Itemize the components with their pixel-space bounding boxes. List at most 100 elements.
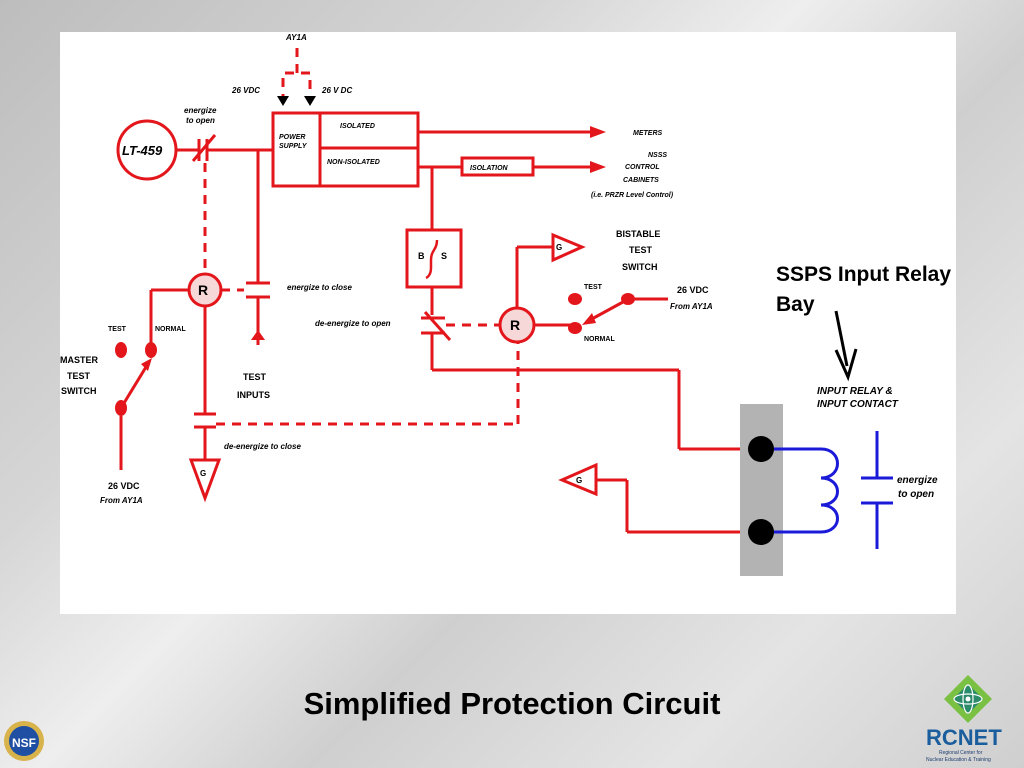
relay-left-label: R: [198, 282, 208, 298]
bistable-block: B S de-energize to open: [315, 167, 760, 451]
energize-to-close-label: energize to close: [287, 283, 352, 292]
bay-return: G: [558, 462, 760, 534]
bistable-s-label: S: [441, 251, 447, 261]
meters-label: METERS: [633, 130, 663, 137]
atom-nucleus-icon: [965, 696, 971, 702]
bistable-switch-label-3: SWITCH: [622, 262, 658, 272]
vdc-right-label: 26 V DC: [321, 86, 352, 95]
signal-outputs: ISOLATION METERS NSSS CONTROL CABINETS (…: [418, 126, 674, 199]
bistable-from-label: From AY1A: [670, 302, 713, 311]
ay1a-feed-dashes: [281, 71, 312, 103]
energize-to-open-top-1: energize: [184, 106, 217, 115]
rcnet-logo: RCNET Regional Center for Nuclear Educat…: [926, 675, 1002, 763]
normal-contact-dot: [145, 342, 157, 358]
normal-contact-dot: [568, 322, 582, 334]
bistable-switch-label-1: BISTABLE: [616, 229, 660, 239]
energize-to-open-top-2: to open: [186, 116, 215, 125]
arrow-icon: [582, 313, 596, 325]
input-relay-label-2: INPUT CONTACT: [817, 399, 899, 410]
rcnet-tagline-1: Regional Center for: [939, 750, 983, 756]
ground-label-top: G: [556, 243, 562, 252]
rcnet-tagline-2: Nuclear Education & Training: [926, 757, 991, 763]
master-from-label: From AY1A: [100, 496, 143, 505]
nsf-logo: NSF: [4, 721, 44, 761]
callout-line-2: Bay: [776, 293, 815, 316]
przr-label: (i.e. PRZR Level Control): [591, 192, 674, 199]
bistable-box: [405, 228, 463, 289]
test-inputs-label-2: INPUTS: [237, 390, 270, 400]
bistable-switch-label-2: TEST: [629, 245, 653, 255]
energize-to-open-right-2: to open: [898, 489, 934, 500]
contact-slash-icon: [191, 134, 217, 162]
master-label-2: TEST: [67, 371, 91, 381]
arrow-right-icon: [590, 161, 606, 173]
atom-orbit-icon: [962, 684, 974, 714]
ground-icon: [188, 458, 222, 503]
bistable-b-label: B: [418, 251, 425, 261]
bistable-test-switch[interactable]: TEST NORMAL BISTABLE TEST SWITCH 26 VDC …: [568, 229, 713, 343]
test-contact-dot: [115, 342, 127, 358]
bistable-vdc-label: 26 VDC: [677, 285, 709, 295]
ground-icon: [551, 232, 586, 263]
bistable-curve-icon: [425, 239, 439, 280]
power-supply-block: POWER SUPPLY ISOLATED NON-ISOLATED: [271, 111, 420, 188]
non-isolated-label: NON-ISOLATED: [327, 159, 380, 166]
master-test-switch[interactable]: TEST NORMAL MASTER TEST SWITCH 26 VDC Fr…: [60, 326, 186, 505]
vdc-left-label: 26 VDC: [231, 86, 260, 95]
test-inputs-label-1: TEST: [243, 372, 267, 382]
terminal-bottom: [748, 519, 774, 545]
power-supply-label-2: SUPPLY: [279, 143, 308, 150]
master-vdc-label: 26 VDC: [108, 481, 140, 491]
power-feed: AY1A 26 VDC 26 V DC: [231, 33, 352, 106]
arrow-icon: [141, 358, 152, 371]
arrow-right-icon: [590, 126, 606, 138]
atom-orbit-icon: [953, 693, 983, 705]
cabinets-label: CABINETS: [623, 177, 659, 184]
de-energize-to-close-label: de-energize to close: [224, 442, 301, 451]
master-test-label: TEST: [108, 326, 127, 333]
isolated-label: ISOLATED: [340, 123, 375, 130]
contact-slash-icon: [423, 311, 452, 341]
callout-arrow-line: [834, 310, 849, 367]
master-normal-label: NORMAL: [155, 326, 186, 333]
ssps-callout: SSPS Input Relay Bay: [776, 263, 951, 382]
bistable-normal-label: NORMAL: [584, 336, 615, 343]
switch-blade: [119, 366, 148, 409]
right-relay: R G: [498, 232, 586, 344]
rcnet-logo-text: RCNET: [926, 725, 1002, 750]
arrow-up-icon: [251, 330, 265, 340]
lt-459-transmitter: LT-459 energize to open: [116, 106, 273, 181]
relay-bay-bar: [740, 404, 783, 576]
switch-blade: [589, 300, 624, 322]
ground-label-left: G: [200, 469, 206, 478]
energize-to-open-right-1: energize: [897, 475, 938, 486]
test-contact-dot: [568, 293, 582, 305]
arrow-down-icon: [834, 348, 858, 382]
control-label: CONTROL: [625, 164, 660, 171]
seal-inner: [9, 726, 39, 756]
isolation-label: ISOLATION: [470, 165, 509, 172]
slide-title: Simplified Protection Circuit: [303, 686, 721, 721]
callout-line-1: SSPS Input Relay: [776, 263, 951, 286]
relay-coil-icon: [820, 447, 839, 534]
test-input-contact: energize to close TEST INPUTS: [237, 150, 352, 400]
de-energize-to-close-contact: G de-energize to close: [188, 341, 520, 503]
power-supply-label-1: POWER: [279, 134, 305, 141]
input-relay-bay: INPUT RELAY & INPUT CONTACT energize to …: [740, 386, 938, 576]
arrow-down-icon: [304, 96, 316, 106]
ay1a-label: AY1A: [285, 33, 307, 42]
terminal-top: [748, 436, 774, 462]
master-label-3: SWITCH: [61, 386, 97, 396]
lt-459-label: LT-459: [122, 143, 163, 158]
input-relay-label-1: INPUT RELAY &: [817, 386, 893, 397]
nsss-label: NSSS: [648, 152, 667, 159]
left-relay: R: [149, 272, 244, 414]
nsf-logo-text: NSF: [12, 736, 36, 750]
arrow-down-icon: [277, 96, 289, 106]
master-label-1: MASTER: [60, 355, 99, 365]
ground-label-bottom: G: [576, 476, 582, 485]
bistable-test-label: TEST: [584, 284, 603, 291]
de-energize-to-open-label: de-energize to open: [315, 319, 391, 328]
relay-right-label: R: [510, 317, 520, 333]
